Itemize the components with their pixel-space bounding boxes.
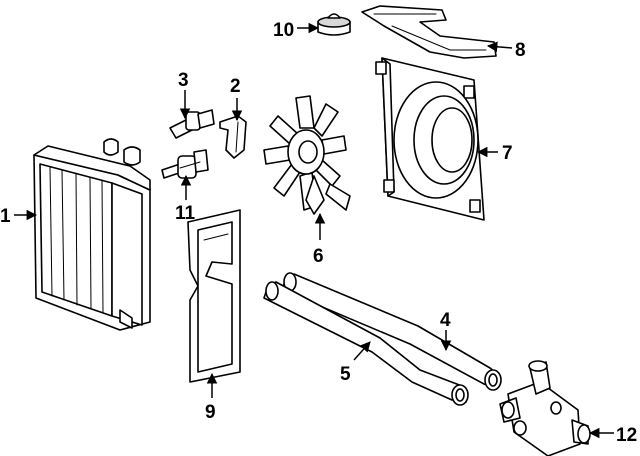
callout-2: 2 [230,76,241,97]
temperature-sensor-part [169,109,215,139]
thermostat-housing-part [499,360,591,456]
fan-part [263,95,351,215]
callout-labels: 1 2 3 4 5 6 7 8 9 10 11 12 [0,20,637,446]
sender-part [161,149,209,179]
upper-shroud-part [361,5,497,59]
callout-6: 6 [313,246,324,267]
callout-10: 10 [273,20,294,41]
callout-7: 7 [502,143,513,164]
upper-hose-part [281,272,502,391]
fan-shroud-part [375,57,485,221]
seal-part [187,209,241,383]
callout-1: 1 [0,206,11,227]
leader-lines [14,22,614,439]
callout-5: 5 [340,364,351,385]
cap-part [317,13,351,36]
callout-9: 9 [205,402,216,423]
callout-3: 3 [178,70,189,91]
radiator-part [33,138,151,331]
callout-12: 12 [616,425,637,446]
callout-8: 8 [515,40,526,61]
callout-4: 4 [440,310,451,331]
callout-11: 11 [175,203,196,224]
bracket-part [219,115,247,159]
